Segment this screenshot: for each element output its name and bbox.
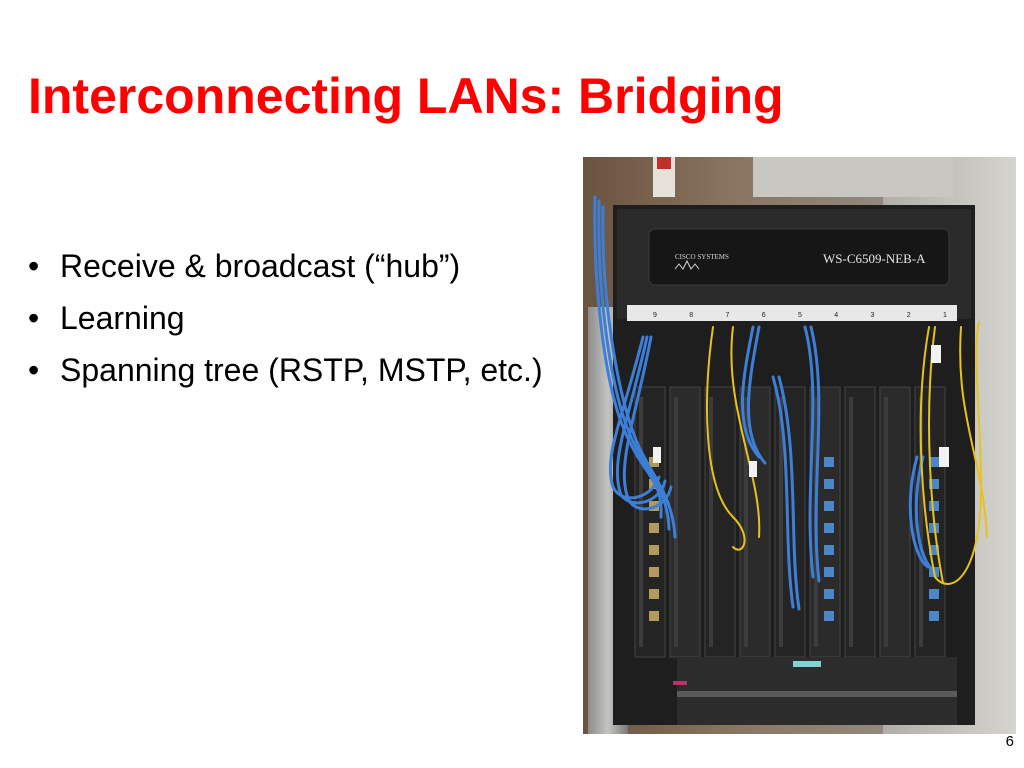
port xyxy=(824,567,834,577)
rack-top-shelf xyxy=(753,157,953,197)
line-card-handle xyxy=(674,397,678,647)
bullet-item: • Learning xyxy=(24,296,584,340)
port xyxy=(929,589,939,599)
line-card-handle xyxy=(779,397,783,647)
bullet-item: • Spanning tree (RSTP, MSTP, etc.) xyxy=(24,348,584,392)
bullet-list: • Receive & broadcast (“hub”) • Learning… xyxy=(24,244,584,400)
blue-cables xyxy=(593,195,936,611)
port xyxy=(649,567,659,577)
slot-number-label: 3 xyxy=(871,312,875,319)
line-card-handle xyxy=(849,397,853,647)
brand-panel xyxy=(648,228,950,286)
slot-number-labels: 9 8 7 6 5 4 3 2 1 xyxy=(653,312,947,319)
slot-number-label: 8 xyxy=(689,312,693,319)
slot-number-strip xyxy=(627,305,957,321)
bullet-icon: • xyxy=(28,352,40,388)
port xyxy=(824,479,834,489)
chassis-bottom-bar xyxy=(677,691,957,697)
port xyxy=(649,545,659,555)
port xyxy=(824,545,834,555)
line-card-slots xyxy=(634,386,946,658)
card-latch xyxy=(793,661,821,667)
port xyxy=(649,611,659,621)
port xyxy=(824,589,834,599)
port xyxy=(824,523,834,533)
cisco-brand-label: CISCO SYSTEMS xyxy=(675,253,729,261)
switch-rack-photo: CISCO SYSTEMS WS-C6509-NEB-A 9 8 7 6 5 4 3 2 1 xyxy=(583,157,1016,734)
bullet-icon: • xyxy=(28,300,40,336)
bullet-icon: • xyxy=(28,248,40,284)
slot-number-label: 9 xyxy=(653,312,657,319)
yellow-fiber-cables xyxy=(706,321,988,585)
cable-tags xyxy=(653,345,949,477)
port xyxy=(824,501,834,511)
port xyxy=(929,457,939,467)
line-card-handle xyxy=(639,397,643,647)
slot-number-label: 5 xyxy=(798,312,802,319)
slot-number-label: 2 xyxy=(907,312,911,319)
line-card-handle xyxy=(744,397,748,647)
slot-number-label: 7 xyxy=(726,312,730,319)
port xyxy=(649,589,659,599)
model-label: WS-C6509-NEB-A xyxy=(823,251,926,266)
bullet-text: Spanning tree (RSTP, MSTP, etc.) xyxy=(60,352,543,388)
port xyxy=(929,545,939,555)
port xyxy=(824,457,834,467)
line-card-handle xyxy=(884,397,888,647)
bullet-item: • Receive & broadcast (“hub”) xyxy=(24,244,584,288)
line-card-handle xyxy=(919,397,923,647)
line-card-handle xyxy=(709,397,713,647)
page-number: 6 xyxy=(1005,733,1014,750)
slot-number-label: 6 xyxy=(762,312,766,319)
bullet-text: Learning xyxy=(60,300,185,336)
slide-title: Interconnecting LANs: Bridging xyxy=(28,68,784,124)
port xyxy=(929,501,939,511)
cisco-logo-icon xyxy=(674,259,700,270)
port xyxy=(824,611,834,621)
slot-number-label: 4 xyxy=(834,312,838,319)
conduit-cap xyxy=(657,157,671,169)
slot-number-label: 1 xyxy=(943,312,947,319)
port xyxy=(929,611,939,621)
bullet-text: Receive & broadcast (“hub”) xyxy=(60,248,461,284)
card-latch xyxy=(673,681,687,685)
port xyxy=(929,479,939,489)
port xyxy=(649,523,659,533)
